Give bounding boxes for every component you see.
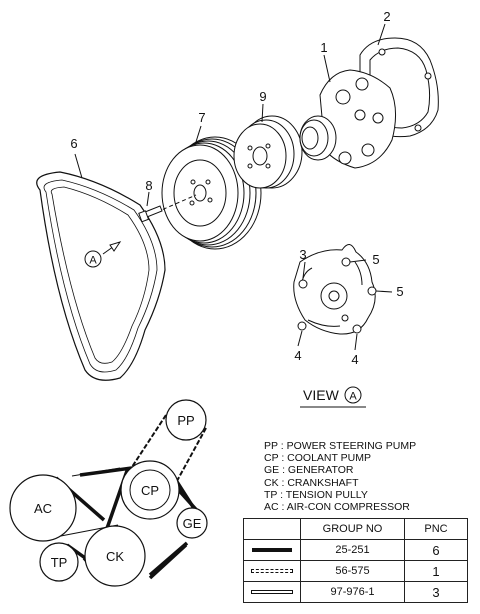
line-swatch-thick	[243, 539, 301, 561]
group-no: 25-251	[300, 539, 405, 561]
pnc-value: 3	[404, 581, 468, 603]
callout-3: 3	[299, 247, 306, 262]
table-row: 56-575 1	[243, 560, 468, 582]
callout-4b: 4	[351, 352, 358, 367]
callout-6: 6	[70, 136, 77, 151]
drive-belt	[36, 171, 166, 381]
legend-item: PP : POWER STEERING PUMP	[264, 440, 417, 452]
pulley-pp-label: PP	[177, 413, 194, 428]
callout-9: 9	[259, 89, 266, 104]
legend-item: CK : CRANKSHAFT	[264, 476, 359, 489]
legend-item: TP : TENSION PULLY	[264, 488, 368, 501]
callout-2: 2	[383, 9, 390, 24]
legend-item: CP : COOLANT PUMP	[264, 452, 371, 465]
group-no: 97-976-1	[300, 581, 405, 603]
pnc-value: 1	[404, 560, 468, 582]
callout-1: 1	[320, 40, 327, 55]
bolt	[138, 205, 163, 223]
legend-item: GE : GENERATOR	[264, 464, 354, 477]
pnc-value: 6	[404, 539, 468, 561]
view-label: VIEW	[303, 387, 340, 403]
legend-item: AC : AIR-CON COMPRESSOR	[264, 501, 410, 514]
view-marker-letter: A	[349, 391, 357, 403]
callout-7: 7	[198, 110, 205, 125]
line-swatch-dashed	[243, 560, 301, 582]
water-pump	[299, 69, 396, 169]
view-a-arrow: A	[84, 241, 122, 268]
table-header-row: GROUP NO PNC	[243, 518, 468, 540]
callout-4a: 4	[294, 348, 301, 363]
idler-pulley	[233, 115, 303, 189]
group-no: 56-575	[300, 560, 405, 582]
table-row: 25-251 6	[243, 539, 468, 561]
table-header-group: GROUP NO	[300, 518, 405, 540]
callout-8: 8	[145, 178, 152, 193]
pulley-cp-label: CP	[141, 483, 159, 498]
pulley-tp-label: TP	[51, 555, 68, 570]
view-a-circle-letter: A	[89, 255, 97, 267]
pulley-ge-label: GE	[183, 516, 202, 531]
table-header-pnc: PNC	[404, 518, 468, 540]
line-swatch-open	[243, 581, 301, 603]
callout-leaders	[74, 23, 393, 351]
table-header-blank	[243, 518, 301, 540]
abbreviation-legend: PP : POWER STEERING PUMP CP : COOLANT PU…	[264, 440, 474, 513]
pnc-table: GROUP NO PNC 25-251 6 56-575 1 97-976-1 …	[243, 518, 468, 603]
view-marker-circle	[344, 386, 362, 404]
table-row: 97-976-1 3	[243, 581, 468, 603]
callout-5a: 5	[372, 252, 379, 267]
view-a-detail	[293, 244, 377, 335]
pulley-ac-label: AC	[34, 501, 52, 516]
pulley-ck-label: CK	[106, 549, 124, 564]
crankshaft-pulley	[161, 136, 262, 250]
callout-5b: 5	[396, 284, 403, 299]
belt-routing: PP CP GE CK TP AC	[9, 399, 208, 587]
